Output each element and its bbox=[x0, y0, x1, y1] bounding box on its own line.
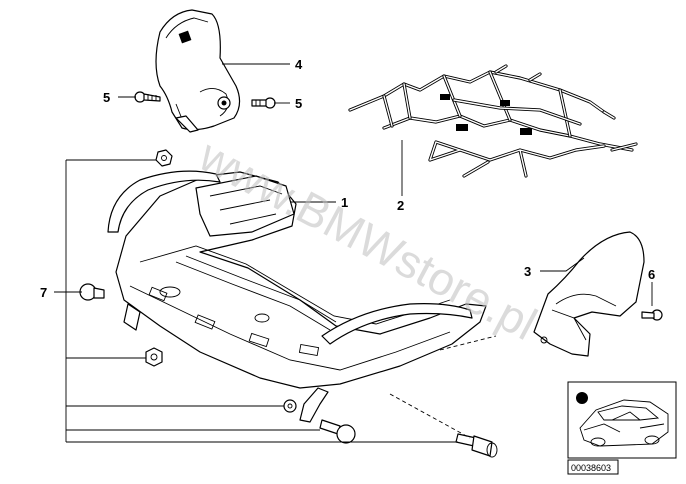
vehicle-thumbnail bbox=[567, 381, 677, 459]
callout-1: 1 bbox=[341, 195, 348, 210]
callout-5-right: 5 bbox=[295, 96, 302, 111]
nut-7-middle[interactable] bbox=[145, 347, 163, 367]
screw-5-left[interactable] bbox=[134, 91, 161, 103]
diagram-code-box: 00038603 bbox=[567, 459, 619, 475]
bolt-7-left[interactable] bbox=[79, 283, 105, 301]
callout-4: 4 bbox=[295, 57, 303, 72]
position-marker-icon bbox=[576, 392, 588, 404]
part-4-bracket[interactable] bbox=[155, 9, 241, 133]
part-3-side-trim[interactable] bbox=[533, 231, 645, 357]
leader-lines bbox=[54, 63, 653, 443]
callout-7: 7 bbox=[40, 285, 47, 300]
callout-5-left: 5 bbox=[103, 90, 110, 105]
screw-5-right[interactable] bbox=[251, 97, 276, 109]
nut-7-top[interactable] bbox=[155, 149, 173, 167]
pin-7-bottom[interactable] bbox=[319, 419, 356, 444]
part-2-spring-mat[interactable] bbox=[348, 64, 638, 178]
callout-2: 2 bbox=[397, 198, 404, 213]
callout-3: 3 bbox=[524, 264, 531, 279]
bolt-dashed-target[interactable] bbox=[455, 433, 498, 458]
screw-6[interactable] bbox=[641, 309, 663, 321]
washer-7[interactable] bbox=[283, 399, 297, 413]
part-1-seat-frame[interactable] bbox=[107, 170, 487, 423]
diagram-code: 00038603 bbox=[571, 463, 611, 473]
callout-6: 6 bbox=[648, 267, 655, 282]
